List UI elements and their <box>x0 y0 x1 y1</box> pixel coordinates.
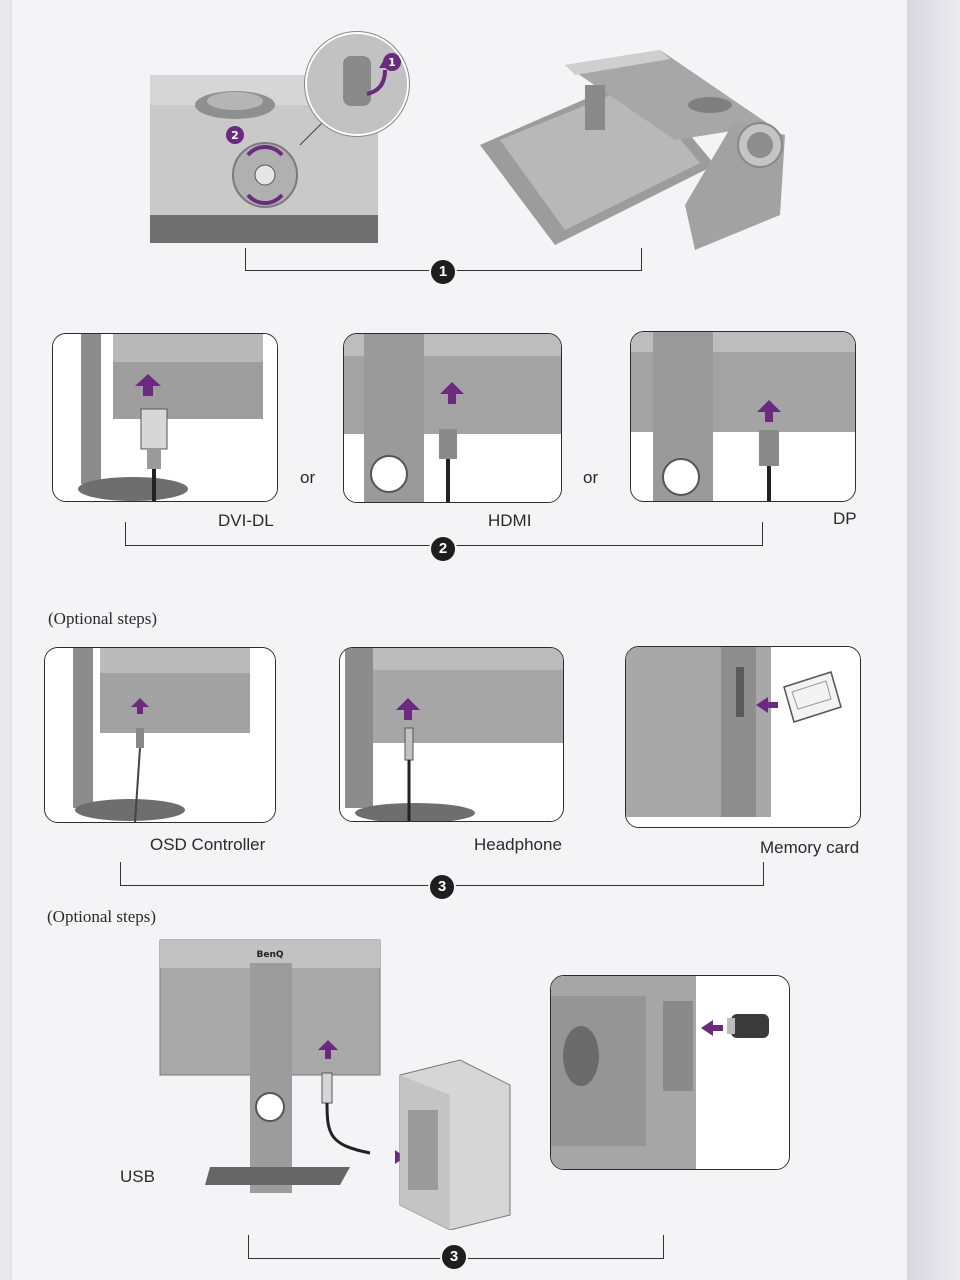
headphone-label: Headphone <box>474 835 562 854</box>
usb-label: USB <box>120 1167 155 1186</box>
step2-badge: 2 <box>429 535 457 563</box>
usb-drive-panel <box>550 975 790 1170</box>
dp-label: DP <box>833 509 857 528</box>
stand-removed-illustration <box>470 45 800 255</box>
step3b-badge: 3 <box>440 1243 468 1271</box>
callout-1: 1 <box>388 56 396 69</box>
hdmi-label: HDMI <box>488 511 532 530</box>
memory-card-panel <box>625 646 861 828</box>
or-separator-2: or <box>583 468 599 487</box>
step3a-badge: 3 <box>428 873 456 901</box>
monitor-brand-text: BenQ <box>256 950 283 960</box>
dvi-dl-label: DVI-DL <box>218 511 274 530</box>
or-separator-1: or <box>300 468 316 487</box>
callout-2: 2 <box>231 129 239 142</box>
optional-steps-caption-1: (Optional steps) <box>48 609 158 628</box>
osd-controller-panel <box>44 647 276 823</box>
detail-zoom-circle: 1 <box>305 32 409 136</box>
hdmi-connection-panel <box>343 333 562 503</box>
step1-badge: 1 <box>429 258 457 286</box>
headphone-panel <box>339 647 564 822</box>
optional-steps-caption-2: (Optional steps) <box>47 907 157 926</box>
usb-hub-illustration: BenQ <box>150 935 520 1231</box>
dvi-connection-panel <box>52 333 278 502</box>
dp-connection-panel <box>630 331 856 502</box>
memory-card-label: Memory card <box>760 838 860 857</box>
osd-controller-label: OSD Controller <box>150 835 266 854</box>
next-page-edge <box>907 0 960 1280</box>
